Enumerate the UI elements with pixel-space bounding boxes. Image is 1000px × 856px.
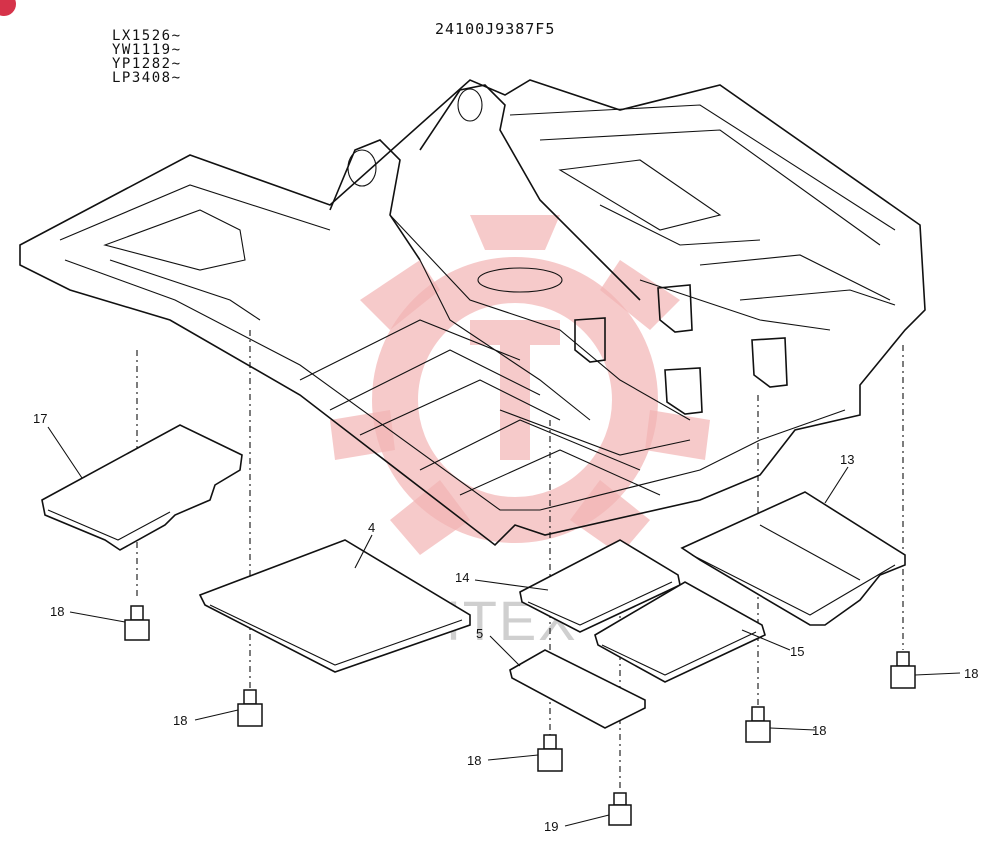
bolt-18-center-right [745, 706, 771, 743]
callout-18-right: 18 [964, 666, 978, 681]
callout-17: 17 [33, 411, 47, 426]
plate-4 [198, 539, 471, 673]
callout-18-center-right: 18 [812, 723, 826, 738]
serial-2: YW1119~ [112, 42, 182, 58]
callout-15: 15 [790, 644, 804, 659]
callout-18-left: 18 [50, 604, 64, 619]
bolt-19 [608, 792, 632, 826]
callout-13: 13 [840, 452, 854, 467]
callout-18-center: 18 [467, 753, 481, 768]
plate-5 [509, 649, 646, 729]
watermark-logo [330, 215, 710, 555]
plate-15 [594, 581, 766, 683]
callout-leaders [47, 426, 961, 827]
callout-19: 19 [544, 819, 558, 834]
plate-17 [41, 424, 243, 551]
bolt-18-center-left [237, 689, 263, 727]
serial-4: LP3408~ [112, 70, 182, 86]
corner-badge [0, 0, 16, 16]
serial-1: LX1526~ [112, 28, 182, 44]
callout-14: 14 [455, 570, 469, 585]
frame [19, 79, 926, 547]
document-code: 24100J9387F5 [435, 20, 555, 38]
callout-18-center-left: 18 [173, 713, 187, 728]
callout-5: 5 [476, 626, 483, 641]
callout-4: 4 [368, 520, 375, 535]
plate-13 [680, 491, 906, 626]
bolt-18-right [890, 651, 916, 689]
bolt-18-center [537, 734, 563, 772]
bolt-18-left [124, 605, 150, 641]
serial-3: YP1282~ [112, 56, 182, 72]
